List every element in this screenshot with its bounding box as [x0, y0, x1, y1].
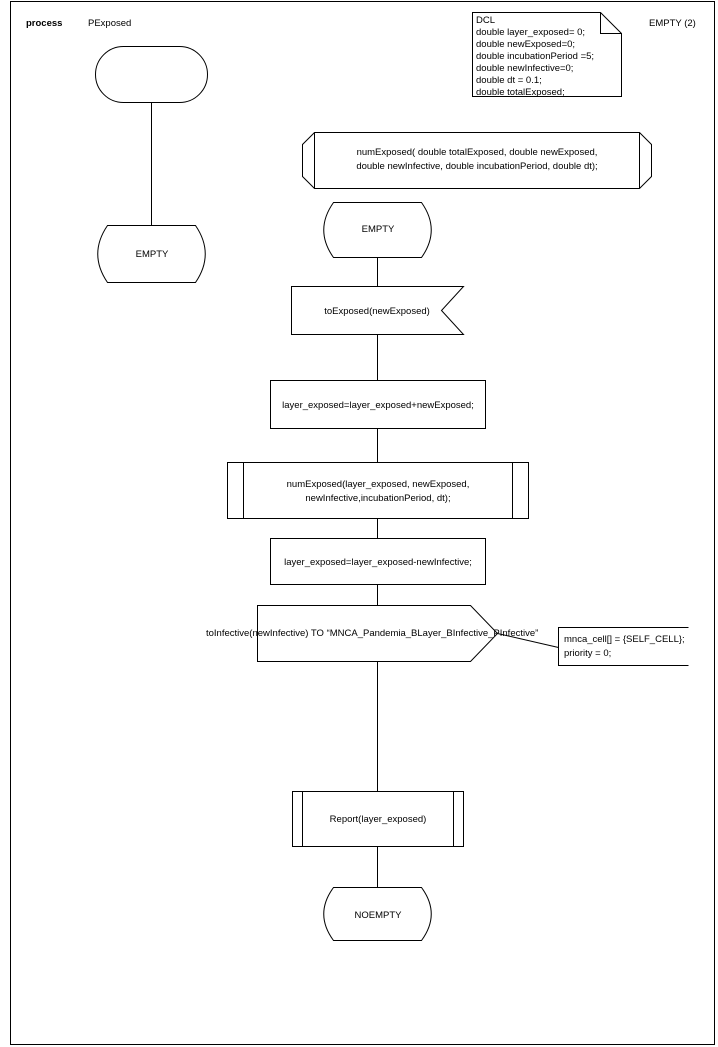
- page-label: EMPTY (2): [649, 18, 696, 29]
- start-symbol[interactable]: [95, 46, 208, 103]
- comment-line: mnca_cell[] = {SELF_CELL};: [564, 634, 685, 645]
- task-subtract-infective[interactable]: layer_exposed=layer_exposed-newInfective…: [270, 538, 486, 585]
- dcl-line: DCL: [476, 15, 495, 26]
- procedure-call-report[interactable]: Report(layer_exposed): [292, 791, 464, 847]
- procedure-call-numexposed[interactable]: numExposed(layer_exposed, newExposed, ne…: [227, 462, 529, 519]
- input-signal-label: toExposed(newExposed): [324, 306, 430, 317]
- process-keyword: process: [26, 18, 62, 29]
- task-add-exposed[interactable]: layer_exposed=layer_exposed+newExposed;: [270, 380, 486, 429]
- dcl-line: double dt = 0.1;: [476, 75, 542, 86]
- procedure-declaration[interactable]: numExposed( double totalExposed, double …: [302, 132, 652, 189]
- state-label: EMPTY: [136, 249, 169, 260]
- comment-connector: [497, 633, 559, 648]
- dcl-line: double newInfective=0;: [476, 63, 573, 74]
- output-signal[interactable]: toInfective(newInfective) TO “MNCA_Pande…: [206, 605, 538, 662]
- dcl-line: double layer_exposed= 0;: [476, 27, 585, 38]
- process-name: PExposed: [88, 18, 131, 29]
- dcl-line: double newExposed=0;: [476, 39, 575, 50]
- dcl-line: double totalExposed;: [476, 87, 565, 98]
- state-noempty[interactable]: NOEMPTY: [323, 887, 432, 941]
- procedure-call-line: newInfective,incubationPeriod, dt);: [305, 493, 450, 504]
- procedure-call-line: numExposed(layer_exposed, newExposed,: [287, 479, 470, 490]
- state-label: EMPTY: [362, 224, 395, 235]
- procedure-decl-line: numExposed( double totalExposed, double …: [357, 147, 598, 158]
- comment-line: priority = 0;: [564, 648, 611, 659]
- dcl-line: double incubationPeriod =5;: [476, 51, 594, 62]
- page-frame: [10, 1, 715, 1045]
- output-signal-label: toInfective(newInfective) TO “MNCA_Pande…: [206, 628, 538, 639]
- procedure-decl-line: double newInfective, double incubationPe…: [356, 161, 597, 172]
- dcl-text-symbol[interactable]: DCL double layer_exposed= 0; double newE…: [472, 12, 622, 99]
- state-label: NOEMPTY: [355, 910, 403, 921]
- state-empty-top[interactable]: EMPTY: [323, 202, 432, 258]
- input-signal[interactable]: toExposed(newExposed): [291, 286, 465, 335]
- task-label: layer_exposed=layer_exposed-newInfective…: [284, 557, 472, 568]
- state-empty-left[interactable]: EMPTY: [97, 225, 206, 283]
- task-label: layer_exposed=layer_exposed+newExposed;: [282, 400, 474, 411]
- report-label: Report(layer_exposed): [330, 814, 427, 825]
- comment-symbol[interactable]: mnca_cell[] = {SELF_CELL}; priority = 0;: [558, 627, 689, 666]
